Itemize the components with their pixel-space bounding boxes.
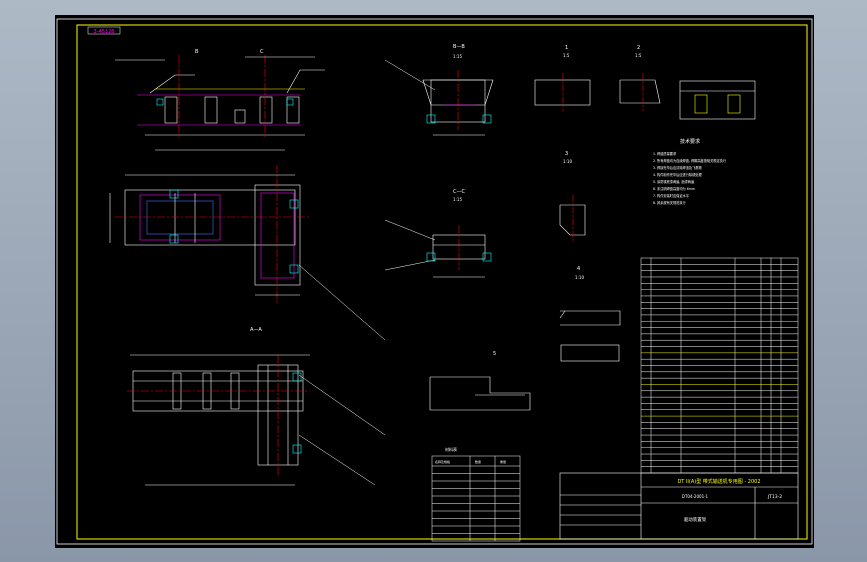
- svg-text:1:5: 1:5: [563, 53, 570, 58]
- svg-text:8. 其余按有关规范执行: 8. 其余按有关规范执行: [653, 200, 687, 205]
- svg-text:2: 2: [637, 45, 640, 51]
- svg-text:6. 未注明焊缝高度均为 6mm: 6. 未注明焊缝高度均为 6mm: [653, 186, 695, 191]
- leader-lines: [298, 59, 436, 486]
- svg-text:1:15: 1:15: [453, 54, 462, 59]
- material-table-small: 材料表 名称及规格 数量 重量: [431, 446, 521, 542]
- svg-text:C—C: C—C: [453, 189, 465, 195]
- section-a-view: A—A: [127, 327, 310, 486]
- svg-text:3. 焊接完毕后应清除焊渣及飞溅物: 3. 焊接完毕后应清除焊渣及飞溅物: [653, 165, 702, 170]
- svg-text:1:15: 1:15: [453, 197, 462, 202]
- svg-text:3-45126: 3-45126: [94, 29, 115, 35]
- detail-1-view: 1 1:5: [534, 45, 591, 111]
- svg-text:DT04-2001-1: DT04-2001-1: [682, 494, 709, 499]
- svg-text:5: 5: [493, 351, 496, 357]
- svg-text:5. 涂防锈底漆两遍, 面漆两遍: 5. 涂防锈底漆两遍, 面漆两遍: [653, 179, 695, 184]
- svg-text:1. 焊缝质量要求: 1. 焊缝质量要求: [653, 151, 677, 156]
- svg-text:4: 4: [577, 266, 580, 272]
- detail-5-view: 5: [429, 351, 531, 411]
- svg-text:1:5: 1:5: [635, 53, 642, 58]
- svg-text:C: C: [260, 49, 264, 55]
- svg-text:4. 构件制作完毕后应进行除锈处理: 4. 构件制作完毕后应进行除锈处理: [653, 172, 702, 177]
- svg-text:2. 所有焊缝均为连续焊缝, 焊脚高度按相关规定执行: 2. 所有焊缝均为连续焊缝, 焊脚高度按相关规定执行: [653, 158, 727, 163]
- section-c-view: C—C 1:15: [426, 189, 492, 278]
- outer-frame: [56, 18, 813, 545]
- parts-list: [640, 257, 799, 474]
- svg-text:DT II(A)型 带式输送机专用图 - 2002: DT II(A)型 带式输送机专用图 - 2002: [677, 478, 760, 485]
- detail-2-view: 2 1:5: [619, 45, 661, 111]
- section-b-view: B—B 1:15: [422, 44, 494, 136]
- svg-text:B—B: B—B: [453, 44, 465, 50]
- detail-4-view: 4 1:10: [559, 266, 621, 362]
- svg-text:数量: 数量: [475, 459, 481, 464]
- svg-text:重量: 重量: [500, 459, 506, 464]
- svg-text:B: B: [195, 49, 199, 55]
- detail-3-view: 3 1:10: [559, 151, 586, 243]
- symbol-legend: [679, 80, 756, 120]
- cad-drawing: 3-45126 B C: [56, 18, 813, 545]
- svg-text:1:10: 1:10: [575, 275, 584, 280]
- svg-text:驱动装置架: 驱动装置架: [684, 516, 707, 523]
- drawing-stamp: 3-45126: [87, 26, 121, 35]
- svg-text:技术要求: 技术要求: [680, 138, 700, 145]
- technical-notes: 技术要求 1. 焊缝质量要求 2. 所有焊缝均为连续焊缝, 焊脚高度按相关规定执…: [653, 138, 727, 205]
- title-block: DT II(A)型 带式输送机专用图 - 2002 DT04-2001-1 JT…: [559, 472, 799, 540]
- svg-text:名称及规格: 名称及规格: [435, 459, 450, 464]
- cad-viewport[interactable]: 3-45126 B C: [55, 15, 814, 548]
- plan-view: [109, 165, 310, 305]
- svg-text:1:10: 1:10: [563, 159, 572, 164]
- svg-text:A—A: A—A: [250, 327, 262, 333]
- svg-text:3: 3: [565, 151, 568, 157]
- front-view: B C: [115, 49, 325, 151]
- svg-text:材料表: 材料表: [445, 446, 457, 452]
- svg-text:1: 1: [565, 45, 568, 51]
- svg-text:7. 构件安装时应保证水平: 7. 构件安装时应保证水平: [653, 193, 690, 198]
- inner-frame: [76, 24, 808, 540]
- svg-text:JT13-2: JT13-2: [767, 494, 782, 500]
